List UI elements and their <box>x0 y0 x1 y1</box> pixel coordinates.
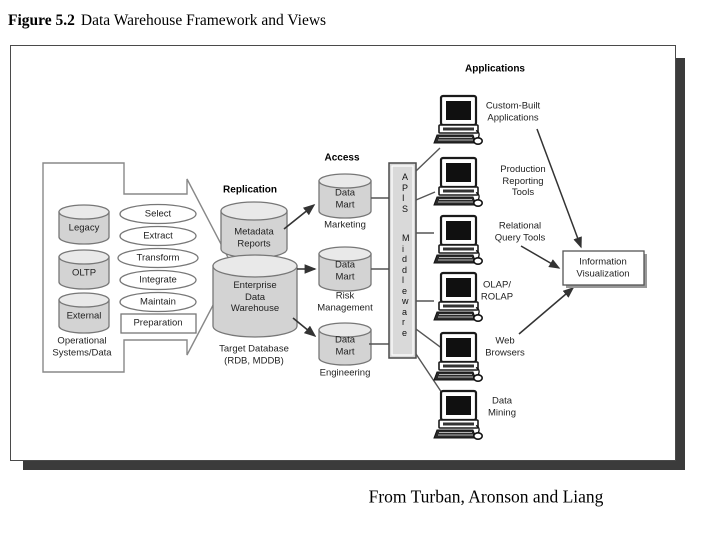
external-cylinder <box>58 292 110 334</box>
legacy-cylinder <box>58 204 110 245</box>
figure-name: Data Warehouse Framework and Views <box>80 12 327 29</box>
apis-middleware-bar <box>388 162 417 359</box>
connector-bar-to-production <box>415 191 436 201</box>
connector-bar-to-custom-built <box>415 147 441 172</box>
arrow-relational-to-infoviz <box>520 245 561 269</box>
arrow-warehouse-to-marketing <box>283 204 316 230</box>
metadata-cylinder <box>220 201 288 259</box>
process-maintain-ellipse <box>119 291 197 313</box>
computer-icon-olap <box>432 271 484 323</box>
process-select-ellipse <box>119 203 197 225</box>
arrow-warehouse-to-engineering <box>292 317 317 338</box>
computer-icon-custom-built <box>432 94 484 146</box>
process-transform-ellipse <box>117 247 199 269</box>
computer-icon-web <box>432 331 484 383</box>
computer-icon-production <box>432 156 484 208</box>
data-mart-marketing-cylinder <box>318 173 372 219</box>
connector-bar-to-mining <box>415 353 445 397</box>
information-visualization-box <box>562 250 647 288</box>
diagram-canvas <box>42 94 647 441</box>
computer-icon-mining <box>432 389 484 441</box>
diagram-panel: Replication Access Applications Legacy O… <box>10 45 676 461</box>
connector-bar-to-web <box>415 328 444 350</box>
process-extract-ellipse <box>119 225 197 247</box>
edw-cylinder <box>212 254 298 338</box>
source-caption: From Turban, Aronson and Liang <box>368 486 604 507</box>
oltp-cylinder <box>58 249 110 290</box>
arrow-web-to-infoviz <box>518 287 575 335</box>
computer-icon-relational <box>432 214 484 266</box>
preparation-box <box>120 313 197 334</box>
process-integrate-ellipse <box>119 269 197 291</box>
data-mart-engineering-cylinder <box>318 322 372 366</box>
figure-number: Figure 5.2 <box>8 12 75 29</box>
figure-title: Figure 5.2 Data Warehouse Framework and V… <box>8 12 326 30</box>
data-mart-risk-cylinder <box>318 246 372 292</box>
arrow-custom-built-to-infoviz <box>536 128 582 249</box>
